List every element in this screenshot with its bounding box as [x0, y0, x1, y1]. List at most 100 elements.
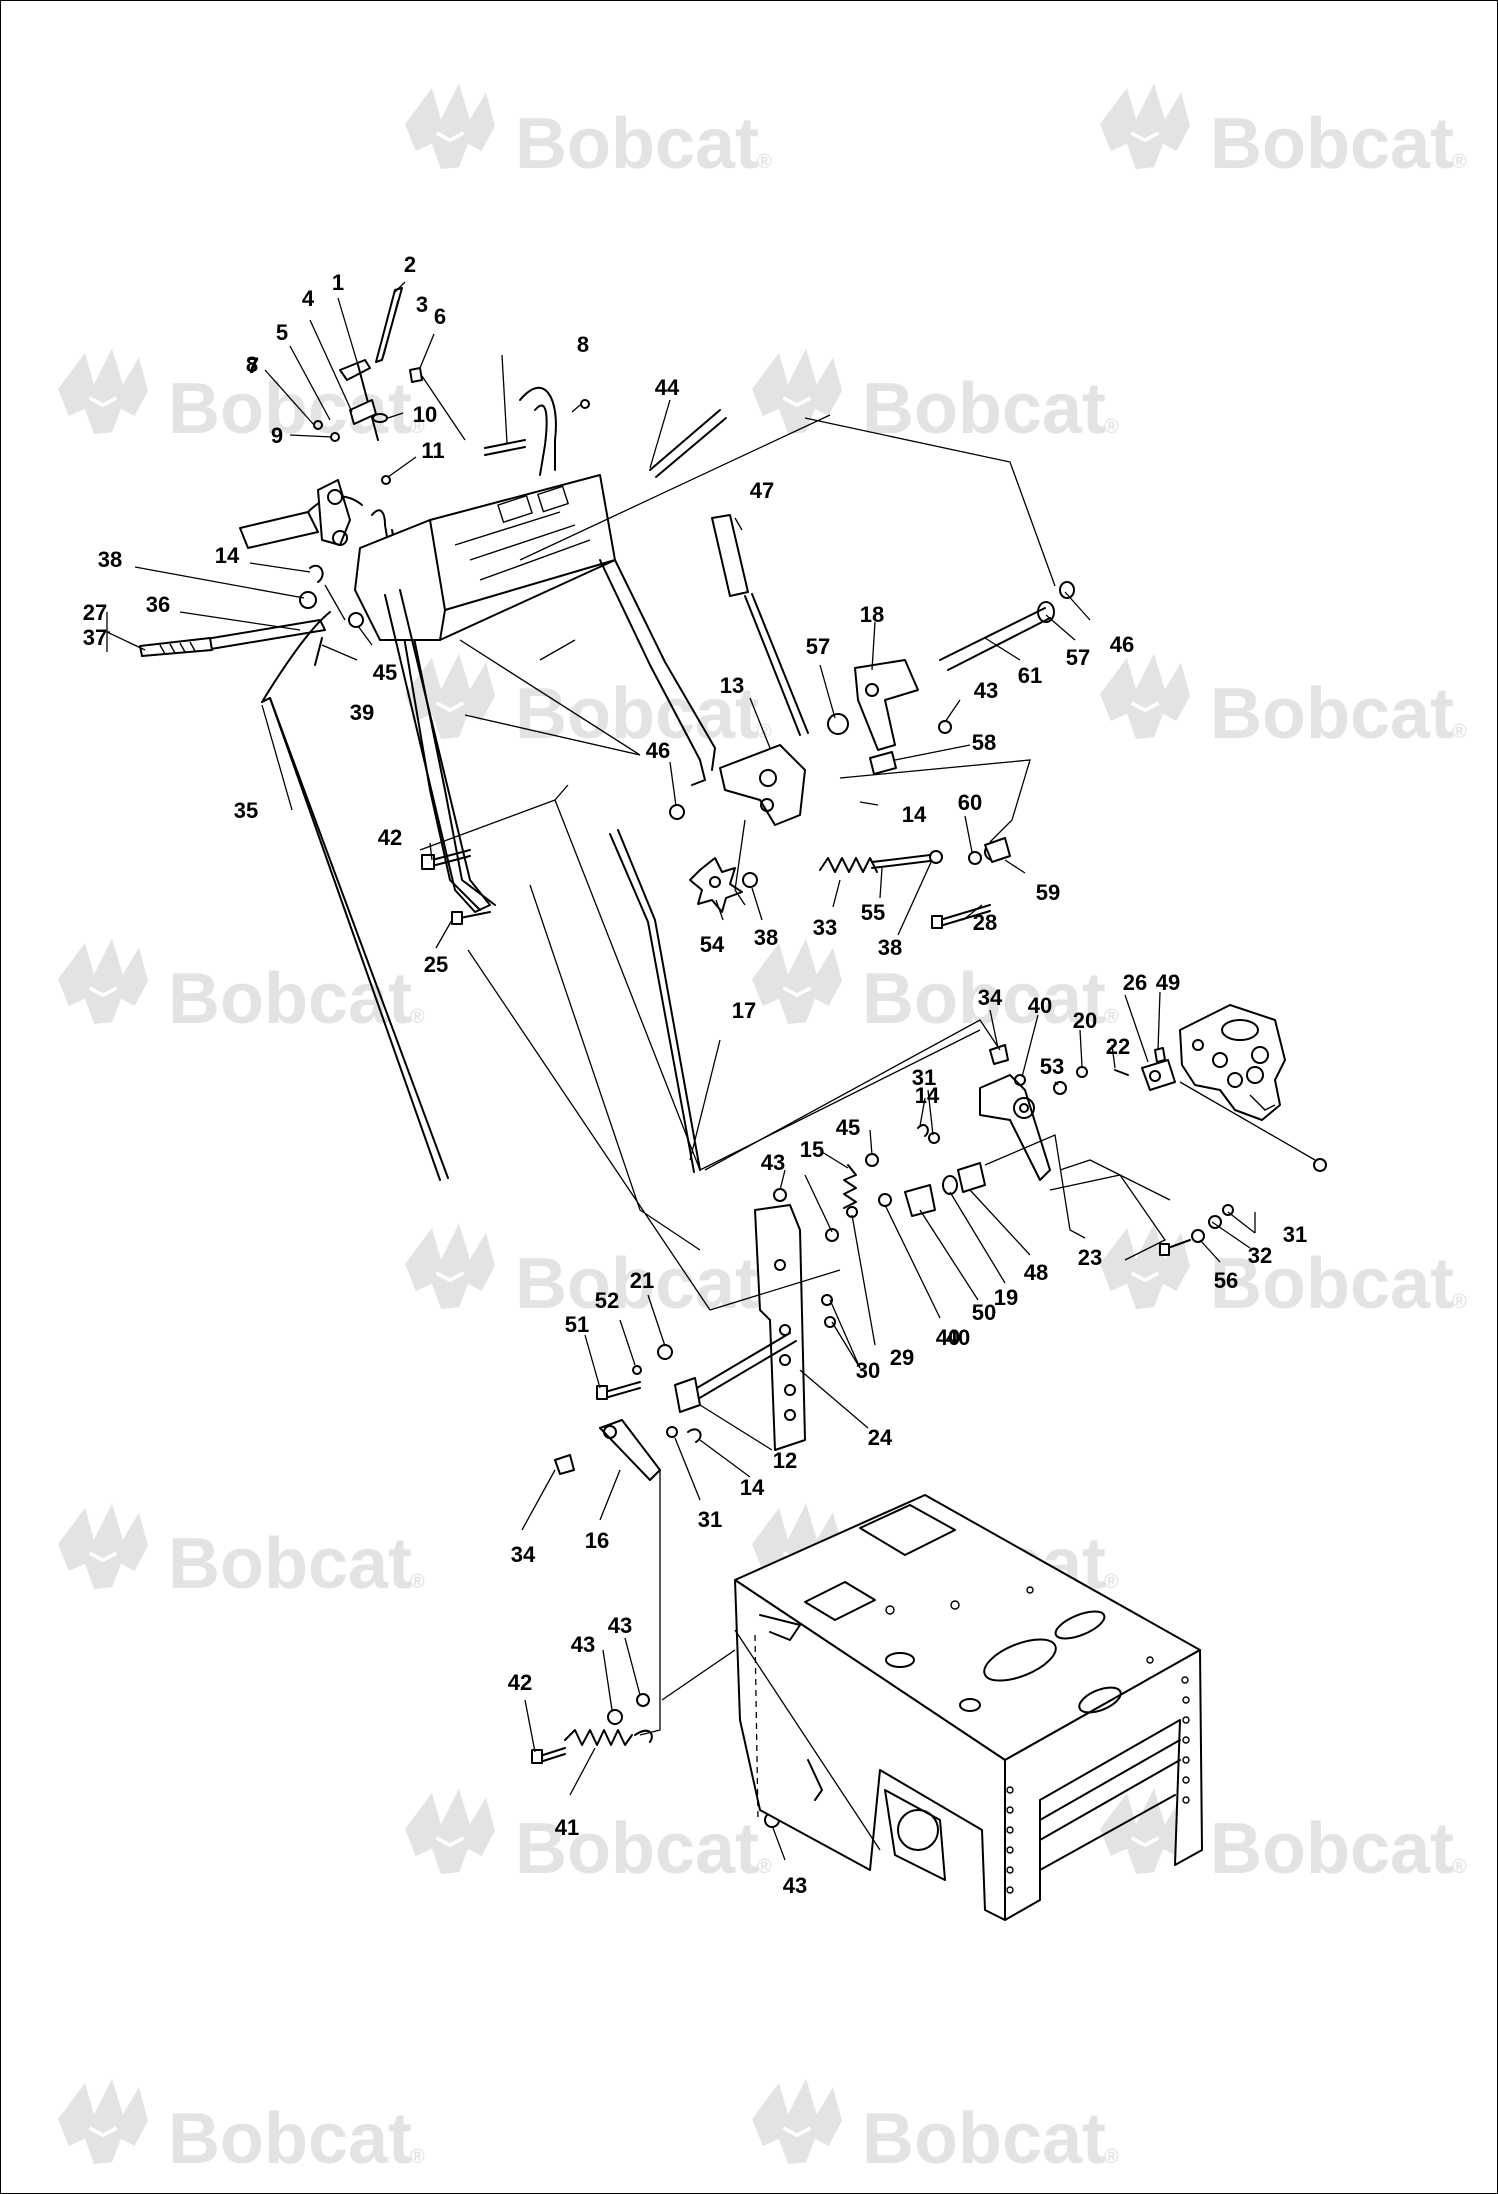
bobcat-watermark: Bobcat®	[403, 651, 772, 754]
bobcat-watermark: Bobcat®	[56, 936, 425, 1039]
control-handle-assembly	[239, 386, 727, 913]
callout-label: 43	[571, 1632, 595, 1657]
watermark-brand-text: Bobcat	[1210, 1809, 1454, 1889]
callout-label: 31	[1283, 1222, 1307, 1247]
callout-label: 44	[655, 375, 680, 400]
bobcat-watermark: Bobcat®	[1098, 81, 1467, 184]
callout-label: 40	[936, 1325, 960, 1350]
watermark-brand-text: Bobcat	[515, 1809, 759, 1889]
callout-label: 52	[595, 1288, 619, 1313]
callout-label: 24	[868, 1425, 893, 1450]
watermark-brand-text: Bobcat	[1210, 104, 1454, 184]
frame-side-holes	[1006, 1676, 1190, 1894]
callout-label: 56	[1214, 1268, 1238, 1293]
callout-label: 46	[1110, 632, 1134, 657]
callout-label: 15	[800, 1137, 824, 1162]
callout-label: 41	[555, 1815, 579, 1840]
callout-label: 14	[902, 802, 927, 827]
callout-label: 61	[1018, 663, 1042, 688]
watermark-brand-text: Bobcat	[515, 1244, 759, 1324]
bobcat-watermark: Bobcat®	[1098, 1786, 1467, 1889]
leader-lines	[106, 281, 1316, 1861]
watermark-brand-text: Bobcat	[168, 2099, 412, 2179]
watermark-registered-mark: ®	[1452, 1856, 1467, 1878]
callout-label: 33	[813, 915, 837, 940]
callout-label: 47	[750, 478, 774, 503]
bobcat-logo-icon	[1098, 81, 1192, 171]
shift-mechanism-parts	[609, 514, 1075, 1173]
callout-label: 45	[373, 660, 397, 685]
callout-label: 6	[434, 304, 446, 329]
bobcat-logo-icon	[56, 936, 150, 1026]
callout-label: 5	[276, 320, 288, 345]
bobcat-watermark: Bobcat®	[56, 1501, 425, 1604]
watermark-registered-mark: ®	[1452, 151, 1467, 173]
callout-label: 40	[946, 1325, 970, 1350]
callout-label: 45	[836, 1115, 860, 1140]
watermark-brand-text: Bobcat	[1210, 1244, 1454, 1324]
callout-label: 51	[565, 1312, 589, 1337]
watermark-registered-mark: ®	[757, 1856, 772, 1878]
callout-label: 43	[608, 1613, 632, 1638]
watermark-brand-text: Bobcat	[862, 369, 1106, 449]
watermark-registered-mark: ®	[410, 1006, 425, 1028]
bobcat-logo-icon	[56, 346, 150, 436]
callout-label: 14	[215, 543, 240, 568]
callout-label: 34	[511, 1542, 536, 1567]
callout-label: 55	[861, 900, 885, 925]
bobcat-watermark: Bobcat®	[750, 346, 1119, 449]
callout-label: 59	[1036, 880, 1060, 905]
callout-label: 28	[973, 910, 997, 935]
watermark-brand-text: Bobcat	[515, 674, 759, 754]
callout-label: 27	[83, 600, 107, 625]
callout-label: 16	[585, 1528, 609, 1553]
callout-label: 8	[577, 332, 589, 357]
callout-label: 2	[404, 252, 416, 277]
callout-label: 48	[1024, 1260, 1048, 1285]
watermark-registered-mark: ®	[1452, 1291, 1467, 1313]
callout-label: 38	[754, 925, 778, 950]
callout-label: 25	[424, 952, 448, 977]
callout-label: 8	[246, 352, 258, 377]
callout-label: 10	[413, 402, 437, 427]
callout-label: 42	[508, 1670, 532, 1695]
callout-label: 29	[890, 1345, 914, 1370]
callout-label: 50	[972, 1300, 996, 1325]
callout-label: 31	[912, 1065, 936, 1090]
bobcat-watermark: Bobcat®	[56, 2076, 425, 2179]
watermark-registered-mark: ®	[1104, 416, 1119, 438]
bobcat-logo-icon	[403, 81, 497, 171]
callout-label: 19	[994, 1285, 1018, 1310]
callout-label: 43	[974, 678, 998, 703]
callout-label: 60	[958, 790, 982, 815]
bobcat-watermark: Bobcat®	[1098, 651, 1467, 754]
watermark-brand-text: Bobcat	[168, 1524, 412, 1604]
callout-label: 42	[378, 825, 402, 850]
bobcat-watermark: Bobcat®	[750, 936, 1119, 1039]
bobcat-watermark: Bobcat®	[403, 1786, 772, 1889]
watermark-layer: Bobcat®Bobcat®Bobcat®Bobcat®Bobcat®Bobca…	[56, 81, 1467, 2179]
watermark-registered-mark: ®	[1452, 721, 1467, 743]
callout-label: 35	[234, 798, 258, 823]
frame-chassis	[734, 1494, 1203, 1921]
bobcat-watermark: Bobcat®	[750, 2076, 1119, 2179]
callout-label: 20	[1073, 1008, 1097, 1033]
callout-label: 57	[806, 634, 830, 659]
callout-label: 21	[630, 1268, 654, 1293]
callout-label: 3	[416, 292, 428, 317]
callout-label: 14	[915, 1083, 940, 1108]
callout-label: 37	[83, 625, 107, 650]
bobcat-watermark: Bobcat®	[1098, 1221, 1467, 1324]
watermark-brand-text: Bobcat	[1210, 674, 1454, 754]
bobcat-logo-icon	[750, 936, 844, 1026]
callout-label: 49	[1156, 970, 1180, 995]
callout-label: 46	[646, 738, 670, 763]
bobcat-logo-icon	[750, 2076, 844, 2166]
callout-label: 13	[720, 673, 744, 698]
callout-label: 17	[732, 998, 756, 1023]
callout-label: 23	[1078, 1245, 1102, 1270]
bobcat-logo-icon	[56, 1501, 150, 1591]
callout-label: 7	[247, 353, 259, 378]
